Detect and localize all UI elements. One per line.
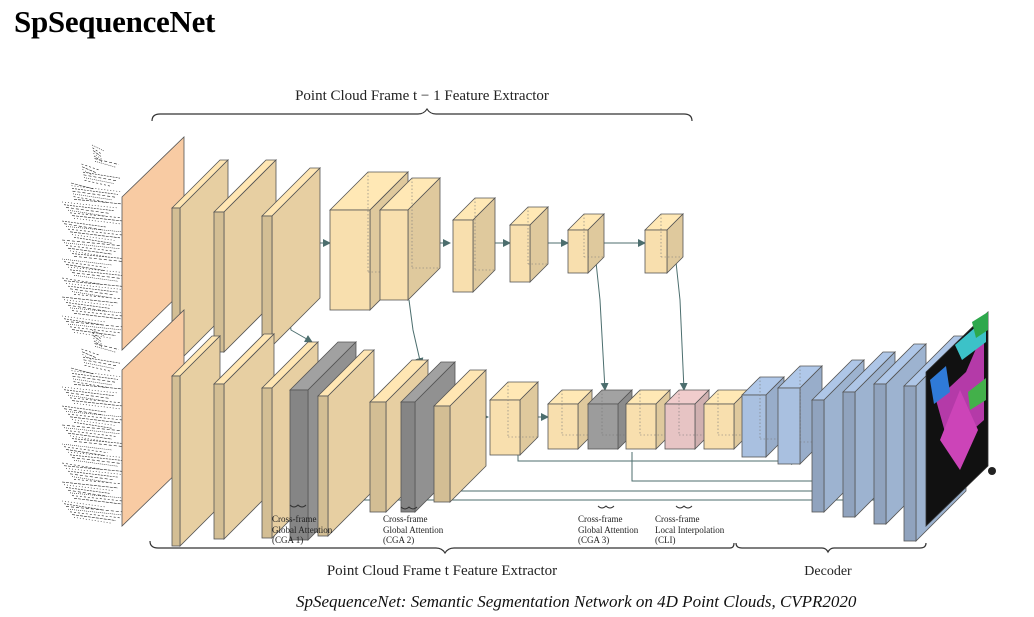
top-feature-extractor bbox=[121, 136, 684, 361]
conv-block-t-4 bbox=[317, 349, 375, 537]
input-point-cloud-frame-t bbox=[61, 329, 137, 524]
svg-text:Global Attention: Global Attention bbox=[272, 525, 333, 535]
svg-text:(CGA 1): (CGA 1) bbox=[272, 535, 303, 545]
svg-text:Cross-frame: Cross-frame bbox=[578, 514, 623, 524]
svg-text:Global Attention: Global Attention bbox=[383, 525, 444, 535]
svg-text:(CGA 3): (CGA 3) bbox=[578, 535, 609, 545]
svg-text:Cross-frame: Cross-frame bbox=[655, 514, 700, 524]
conv-block-t1-5 bbox=[379, 177, 441, 301]
figure-caption: SpSequenceNet: Semantic Segmentation Net… bbox=[296, 592, 857, 611]
cli-block bbox=[664, 389, 710, 450]
svg-text:Local Interpolation: Local Interpolation bbox=[655, 525, 725, 535]
conv-block-t1-8 bbox=[567, 213, 605, 274]
cga3-module-label: Cross-frame Global Attention (CGA 3) bbox=[578, 505, 639, 545]
conv-block-t-8 bbox=[547, 389, 593, 450]
cga3-block bbox=[587, 389, 633, 450]
svg-text:Global Attention: Global Attention bbox=[578, 525, 639, 535]
segmentation-output bbox=[925, 311, 996, 527]
conv-block-t-2 bbox=[213, 333, 275, 540]
cli-module-label: Cross-frame Local Interpolation (CLI) bbox=[655, 505, 725, 545]
top-extractor-label: Point Cloud Frame t − 1 Feature Extracto… bbox=[295, 88, 549, 104]
decoder-block-2 bbox=[777, 365, 823, 465]
svg-text:(CLI): (CLI) bbox=[655, 535, 676, 545]
conv-block-t-7 bbox=[489, 381, 539, 456]
conv-block-t-6 bbox=[433, 369, 487, 503]
bottom-feature-extractor bbox=[121, 309, 749, 547]
input-point-cloud-frame-t-minus-1 bbox=[61, 144, 137, 339]
svg-text:Cross-frame: Cross-frame bbox=[272, 514, 317, 524]
conv-block-t-10 bbox=[703, 389, 749, 450]
conv-block-t-9 bbox=[625, 389, 671, 450]
conv-block-t1-6 bbox=[452, 197, 496, 293]
bottom-extractor-bracket bbox=[149, 540, 735, 555]
cga1-module-label: Cross-frame Global Attention (CGA 1) bbox=[272, 504, 333, 545]
decoder-label: Decoder bbox=[804, 564, 852, 579]
conv-block-t1-3 bbox=[261, 167, 321, 347]
decoder-bracket bbox=[735, 542, 927, 554]
conv-block-t1-7 bbox=[509, 206, 549, 283]
page-title: SpSequenceNet bbox=[14, 4, 216, 39]
bottom-extractor-label: Point Cloud Frame t Feature Extractor bbox=[327, 563, 557, 579]
cga2-module-label: Cross-frame Global Attention (CGA 2) bbox=[383, 506, 444, 545]
svg-text:Cross-frame: Cross-frame bbox=[383, 514, 428, 524]
conv-block-t1-9 bbox=[644, 213, 684, 274]
top-extractor-bracket bbox=[151, 107, 693, 122]
svg-text:(CGA 2): (CGA 2) bbox=[383, 535, 414, 545]
